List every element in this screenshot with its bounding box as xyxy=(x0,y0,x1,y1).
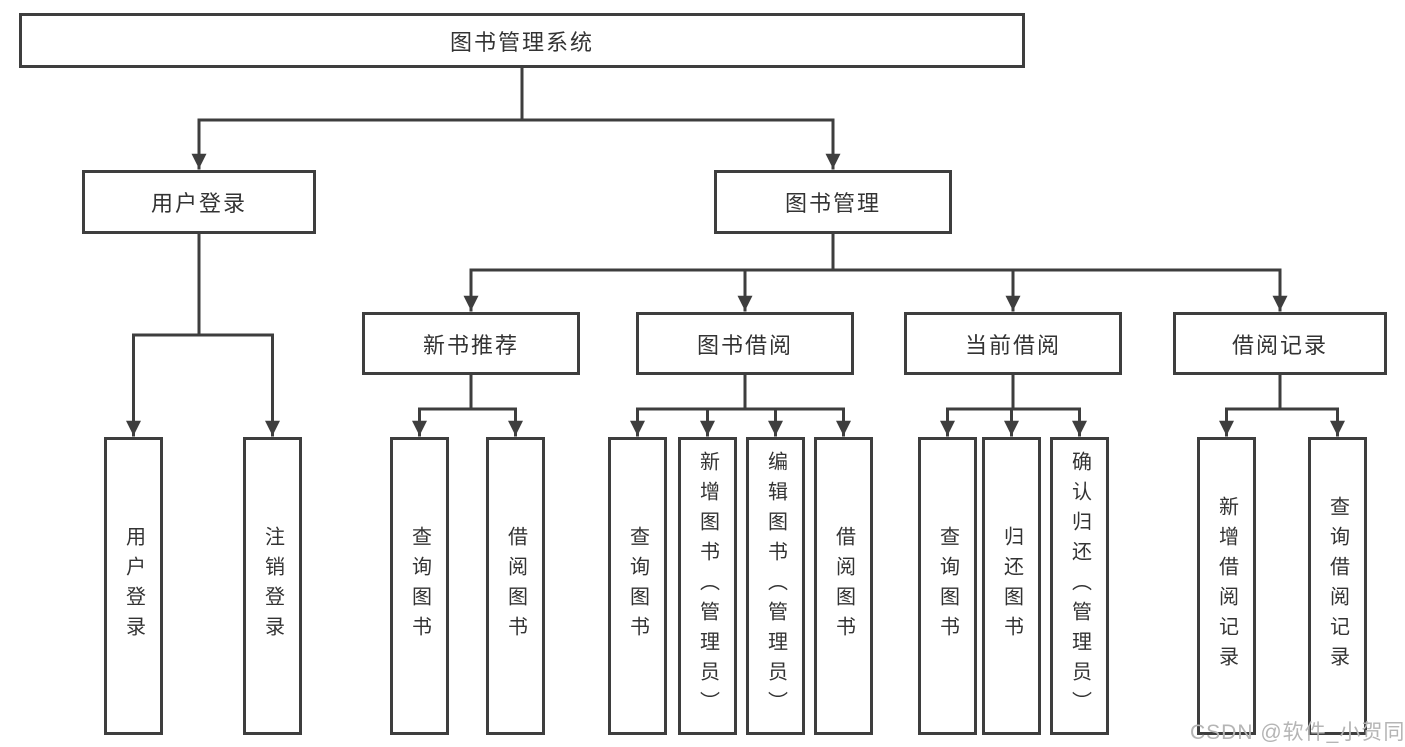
leaf-borrow-books: 借阅图书 xyxy=(814,437,873,735)
node-label: 新书推荐 xyxy=(422,332,519,358)
node-label: 查询图书 xyxy=(626,526,649,646)
node-label: 图书管理 xyxy=(784,191,881,216)
node-label: 图书借阅 xyxy=(696,332,793,358)
leaf-query-borrow-record: 查询借阅记录 xyxy=(1308,437,1367,735)
node-current-borrow: 当前借阅 xyxy=(904,312,1122,375)
node-label: 归还图书 xyxy=(1000,526,1023,646)
node-label: 注销登录 xyxy=(261,526,284,646)
node-label: 图书管理系统 xyxy=(449,29,594,55)
leaf-query-books-recommend: 查询图书 xyxy=(390,437,449,735)
node-book-management: 图书管理 xyxy=(714,170,952,234)
node-label: 当前借阅 xyxy=(964,332,1061,358)
leaf-borrow-books-recommend: 借阅图书 xyxy=(486,437,545,735)
node-label: 查询图书 xyxy=(936,526,959,646)
leaf-confirm-return-admin: 确认归还（管理员） xyxy=(1050,437,1109,735)
node-root: 图书管理系统 xyxy=(19,13,1025,68)
csdn-watermark: CSDN @软件_小贺同学 xyxy=(1190,721,1405,744)
node-new-book-recommend: 新书推荐 xyxy=(362,312,580,375)
node-label: 用户登录 xyxy=(122,526,145,646)
leaf-query-books-borrow: 查询图书 xyxy=(608,437,667,735)
node-label: 借阅图书 xyxy=(504,526,527,646)
node-label: 编辑图书（管理员） xyxy=(764,451,787,721)
node-label: 查询图书 xyxy=(408,526,431,646)
leaf-query-books-current: 查询图书 xyxy=(918,437,977,735)
node-user-login: 用户登录 xyxy=(82,170,316,234)
leaf-return-books: 归还图书 xyxy=(982,437,1041,735)
node-label: 新增图书（管理员） xyxy=(696,451,719,721)
node-label: 新增借阅记录 xyxy=(1215,496,1238,676)
node-label: 用户登录 xyxy=(150,191,247,216)
leaf-user-login: 用户登录 xyxy=(104,437,163,735)
node-label: 查询借阅记录 xyxy=(1326,496,1349,676)
node-label: 借阅记录 xyxy=(1231,332,1328,358)
node-book-borrow: 图书借阅 xyxy=(636,312,854,375)
node-borrow-records: 借阅记录 xyxy=(1173,312,1387,375)
leaf-add-book-admin: 新增图书（管理员） xyxy=(678,437,737,735)
leaf-add-borrow-record: 新增借阅记录 xyxy=(1197,437,1256,735)
leaf-logout: 注销登录 xyxy=(243,437,302,735)
leaf-edit-book-admin: 编辑图书（管理员） xyxy=(746,437,805,735)
node-label: 确认归还（管理员） xyxy=(1068,451,1091,721)
node-label: 借阅图书 xyxy=(832,526,855,646)
